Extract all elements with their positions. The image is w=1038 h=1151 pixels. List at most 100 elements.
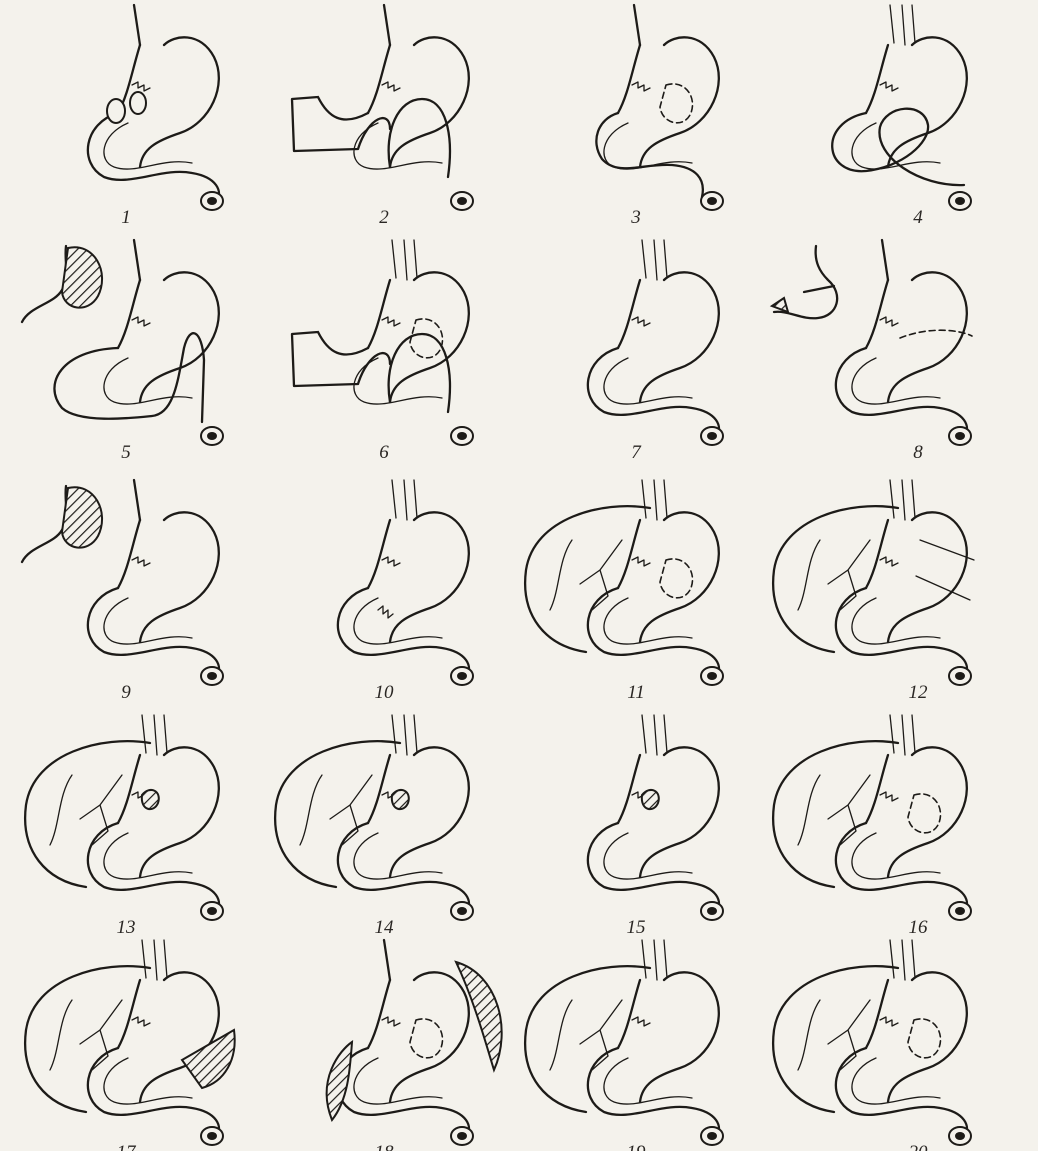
biliary-tree — [80, 1000, 122, 1070]
liver-lobe-line — [300, 775, 322, 845]
intestinal-loop — [54, 333, 204, 422]
loop-inner-wall — [852, 1058, 940, 1104]
stomach-lesser-curve — [118, 280, 140, 348]
inset-outline — [22, 246, 66, 322]
figure-number: 11 — [627, 682, 645, 703]
stomach-greater-curve — [888, 747, 967, 877]
stomach-lesser-curve — [866, 45, 888, 113]
dashed-anastomosis — [660, 84, 693, 123]
esophagus-stump — [634, 5, 640, 45]
esophagus-tube — [890, 715, 915, 755]
lumen-dark — [207, 907, 217, 915]
dashed-anastomosis — [410, 319, 443, 358]
esophagus-stump — [882, 240, 888, 280]
loop-inner-wall — [354, 833, 442, 879]
figure-12: 12 — [773, 480, 974, 703]
esophagus-tube — [642, 715, 667, 755]
dashed-anastomosis — [908, 1019, 941, 1058]
figure-17: 17 — [25, 940, 235, 1151]
stomach-greater-curve — [390, 972, 469, 1102]
figure-4: 4 — [832, 5, 971, 228]
stomach-greater-curve — [640, 747, 719, 877]
figure-number: 19 — [627, 1142, 647, 1151]
figure-number: 1 — [121, 207, 131, 228]
stomach-greater-curve — [640, 37, 719, 167]
lesion-mark — [142, 790, 159, 809]
figure-number: 8 — [913, 442, 923, 463]
lumen-dark — [955, 672, 965, 680]
figure-number: 13 — [117, 917, 136, 938]
figure-1: 1 — [88, 5, 223, 228]
esophagus-tube — [890, 940, 915, 980]
lumen-dark — [707, 432, 717, 440]
figure-15: 15 — [588, 715, 723, 938]
stomach-lesser-curve — [368, 755, 390, 823]
cut-end-left — [107, 99, 125, 123]
stomach-greater-curve — [140, 512, 219, 642]
figure-9: 9 — [22, 480, 223, 703]
suture-line — [382, 1017, 400, 1026]
esophagus-tube — [642, 480, 667, 520]
loop-inner-wall — [104, 123, 192, 169]
esophagus-tube — [392, 240, 417, 280]
lumen-dark — [707, 907, 717, 915]
stomach-lesser-curve — [618, 280, 640, 348]
intestinal-loop — [588, 348, 719, 438]
inset-hatched-part — [62, 247, 102, 307]
stomach-lesser-curve — [368, 520, 390, 588]
stomach-lesser-curve — [866, 520, 888, 588]
dashed-anastomosis — [410, 1019, 443, 1058]
resected-fundus — [182, 1030, 235, 1088]
stomach-lesser-curve — [368, 280, 390, 348]
esophagus-stump — [384, 5, 390, 45]
loop-inner-wall — [852, 358, 940, 404]
figure-6: 6 — [292, 240, 473, 463]
figure-16: 16 — [773, 715, 971, 938]
intestinal-loop — [338, 588, 469, 678]
esophagus-tube — [392, 480, 417, 520]
intestinal-loop — [338, 823, 469, 913]
biliary-tree — [828, 775, 870, 845]
lumen-dark — [457, 197, 467, 205]
stomach-greater-curve — [640, 512, 719, 642]
loop-inner-wall — [604, 123, 692, 169]
esophagus-tube — [392, 715, 417, 755]
intestinal-loop — [88, 588, 219, 678]
loop-inner-wall — [104, 833, 192, 879]
stomach-greater-curve — [390, 37, 469, 167]
figure-number: 6 — [379, 442, 389, 463]
suture-line — [132, 317, 150, 326]
suture-line — [382, 82, 400, 91]
liver-lobe-line — [798, 1000, 820, 1070]
suture-line — [880, 1017, 898, 1026]
intestinal-loop — [836, 588, 967, 678]
suture-line — [880, 82, 898, 91]
figure-number: 12 — [909, 682, 929, 703]
suture-line — [632, 317, 650, 326]
figure-number: 17 — [117, 1142, 138, 1151]
stomach-greater-curve — [640, 972, 719, 1102]
figure-19: 19 — [525, 940, 723, 1151]
stomach-greater-curve — [888, 37, 967, 167]
intestinal-loop — [588, 1048, 719, 1138]
stomach-lesser-curve — [118, 520, 140, 588]
liver-lobe-line — [798, 775, 820, 845]
stomach-lesser-curve — [866, 755, 888, 823]
suture-line — [382, 557, 400, 566]
esophagus-stump — [384, 940, 390, 980]
biliary-tree — [80, 775, 122, 845]
lumen-dark — [457, 907, 467, 915]
stomach-lesser-curve — [866, 280, 888, 348]
suture-line — [632, 1017, 650, 1026]
figure-2: 2 — [292, 5, 473, 228]
intestinal-loop — [588, 823, 719, 913]
figure-13: 13 — [25, 715, 223, 938]
stomach-greater-curve — [888, 512, 967, 642]
lumen-dark — [207, 672, 217, 680]
loop-inner-wall — [604, 1058, 692, 1104]
figure-number: 5 — [121, 442, 131, 463]
figure-number: 20 — [909, 1142, 929, 1151]
biliary-tree — [580, 1000, 622, 1070]
dashed-anastomosis — [908, 794, 941, 833]
